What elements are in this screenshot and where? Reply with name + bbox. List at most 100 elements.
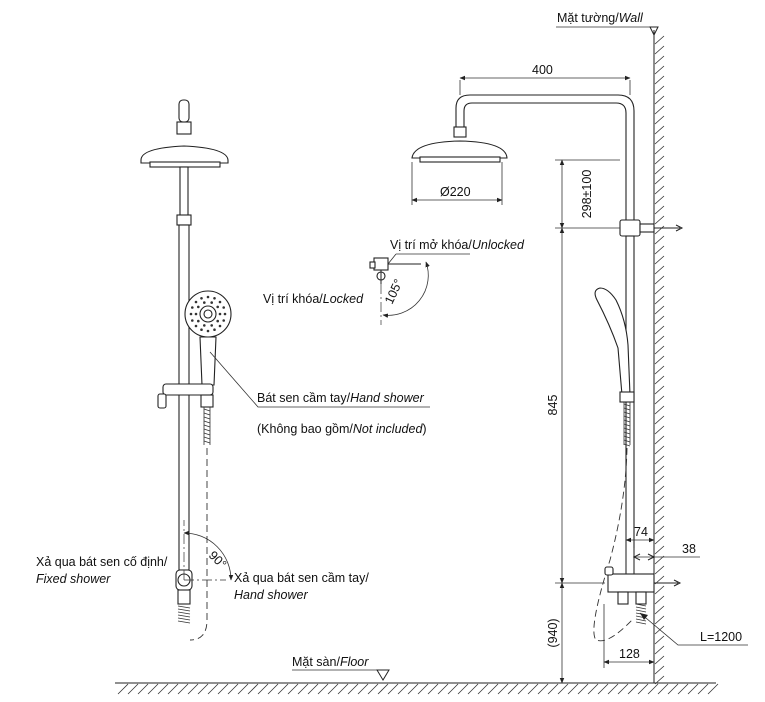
hatch-line <box>177 605 191 609</box>
nozzle-dot <box>216 305 219 309</box>
hatch-line <box>623 439 631 443</box>
head-joint <box>176 121 192 135</box>
hatch-line <box>397 683 409 695</box>
nozzle-dot <box>206 295 210 299</box>
hose-connector <box>200 394 214 408</box>
hatch-line <box>467 683 479 695</box>
hatch-line <box>147 683 159 695</box>
hatch-line <box>654 445 665 455</box>
pipe-coupling <box>176 214 192 226</box>
hatch-line <box>537 683 549 695</box>
hatch-line <box>337 683 349 695</box>
hatch-line <box>657 683 669 695</box>
hatch-line <box>654 365 665 375</box>
hatch-line <box>247 683 259 695</box>
hatch-line <box>167 683 179 695</box>
hatch-line <box>267 683 279 695</box>
arm-length-label: 400 <box>532 63 553 77</box>
hatch-line <box>654 165 665 175</box>
hatch-line <box>654 245 665 255</box>
hatch-line <box>127 683 139 695</box>
hatch-line <box>623 431 631 435</box>
head-height-label: 298±100 <box>580 170 594 219</box>
wall-offset-label: 38 <box>682 542 696 556</box>
lock-detail <box>369 253 470 325</box>
side-view <box>411 94 684 642</box>
hatch-line <box>654 465 665 475</box>
hand-shower-leader <box>209 351 430 408</box>
mount-width-label: 128 <box>619 647 640 661</box>
hatch-line <box>367 683 379 695</box>
hatch-line <box>654 665 665 675</box>
hatch-line <box>654 585 665 595</box>
hatch-line <box>497 683 509 695</box>
hatch-line <box>203 408 211 412</box>
hatch-line <box>623 423 631 427</box>
wall-label: Mặt tường/Wall <box>557 11 644 25</box>
top-cap <box>178 99 190 123</box>
hatch-line <box>117 683 129 695</box>
hatch-line <box>387 683 399 695</box>
hatch-line <box>654 255 665 265</box>
upper-pipe <box>179 166 189 218</box>
nozzle-dot <box>218 324 222 328</box>
hatch-line <box>597 683 609 695</box>
hatch-line <box>203 428 211 432</box>
hatch-line <box>654 335 665 345</box>
hatch-line <box>697 683 709 695</box>
nozzle-dot <box>200 328 203 332</box>
wall <box>653 30 665 685</box>
hatch-line <box>654 225 665 235</box>
hatch-line <box>623 403 631 407</box>
nozzle-dot <box>197 319 200 323</box>
hatch-line <box>203 420 211 424</box>
hatch-line <box>654 615 665 625</box>
hatch-line <box>557 683 569 695</box>
switch-angle-label: 90° <box>206 548 229 571</box>
slide-holder <box>162 383 214 396</box>
hatch-line <box>567 683 579 695</box>
floor-label: Mặt sàn/Floor <box>292 655 369 669</box>
hatch-line <box>257 683 269 695</box>
hatch-line <box>635 621 647 625</box>
hatch-line <box>654 495 665 505</box>
shower-face <box>149 161 221 168</box>
hatch-line <box>487 683 499 695</box>
hatch-line <box>654 355 665 365</box>
hatch-line <box>627 683 639 695</box>
hatch-line <box>654 655 665 665</box>
hatch-line <box>287 683 299 695</box>
hatch-line <box>203 416 211 420</box>
hatch-line <box>654 45 665 55</box>
arm-joint <box>453 126 467 138</box>
lower-outlet <box>177 589 191 605</box>
nozzle-dot <box>191 306 194 309</box>
hatch-line <box>507 683 519 695</box>
hatch-line <box>607 683 619 695</box>
hatch-line <box>177 683 189 695</box>
hatch-line <box>654 175 665 185</box>
fixed-outlet-label-vi: Xả qua bát sen cố định/ <box>36 555 168 569</box>
hatch-line <box>654 525 665 535</box>
floor-line <box>115 682 719 695</box>
hatch-line <box>654 475 665 485</box>
nozzle-dot <box>222 319 225 322</box>
hatch-line <box>707 683 719 695</box>
nozzle-dot <box>194 324 198 328</box>
hatch-line <box>654 155 665 165</box>
hatch-line <box>317 683 329 695</box>
hatch-line <box>357 683 369 695</box>
hatch-line <box>623 427 631 431</box>
hatch-line <box>517 683 529 695</box>
hatch-line <box>177 608 191 612</box>
floor-marker-icon <box>376 669 390 681</box>
hatch-line <box>647 683 659 695</box>
fixed-outlet-label-en: Fixed shower <box>36 572 111 586</box>
hatch-line <box>623 419 631 423</box>
hand-shower-side <box>594 287 631 396</box>
hand-shower-nozzles <box>189 295 227 333</box>
hatch-line <box>587 683 599 695</box>
hatch-line <box>654 415 665 425</box>
hatch-line <box>635 606 647 610</box>
